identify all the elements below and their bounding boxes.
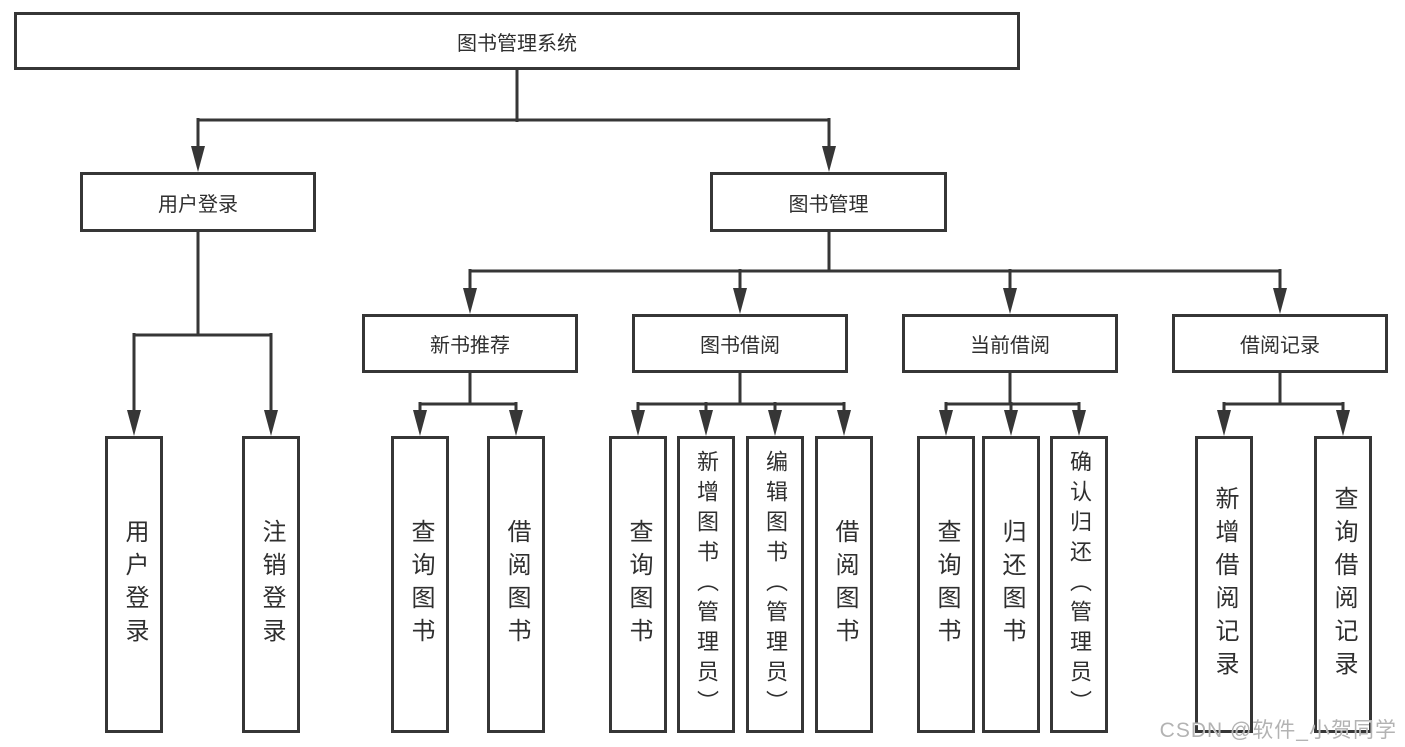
leaf-cb-query-books-label: 查询图书 bbox=[933, 518, 960, 651]
node-borrow-records: 借阅记录 bbox=[1172, 314, 1388, 373]
leaf-nbr-query-books-label: 查询图书 bbox=[407, 518, 434, 651]
leaf-bb-borrow-books-label: 借阅图书 bbox=[831, 518, 858, 651]
node-borrow-records-label: 借阅记录 bbox=[1240, 335, 1320, 357]
leaf-bb-edit-books-admin-label: 编辑图书（管理员） bbox=[763, 449, 788, 720]
node-user-login-branch-label: 用户登录 bbox=[158, 193, 238, 216]
leaf-bb-add-books-admin-label: 新增图书（管理员） bbox=[694, 449, 719, 720]
watermark: CSDN @软件_小贺同学 bbox=[1159, 719, 1397, 742]
node-new-book-recommend-label: 新书推荐 bbox=[430, 335, 510, 357]
node-user-login-branch: 用户登录 bbox=[80, 172, 316, 232]
leaf-user-login-label: 用户登录 bbox=[121, 518, 148, 651]
node-book-management-branch-label: 图书管理 bbox=[788, 193, 869, 216]
node-library-system-label: 图书管理系统 bbox=[457, 32, 577, 55]
leaf-logout: 注销登录 bbox=[242, 436, 300, 733]
leaf-br-add-record: 新增借阅记录 bbox=[1195, 436, 1253, 733]
leaf-br-query-record-label: 查询借阅记录 bbox=[1330, 485, 1357, 684]
node-book-management-branch: 图书管理 bbox=[710, 172, 947, 232]
leaf-bb-borrow-books: 借阅图书 bbox=[815, 436, 873, 733]
leaf-cb-return-books-label: 归还图书 bbox=[998, 518, 1025, 651]
leaf-bb-query-books: 查询图书 bbox=[609, 436, 667, 733]
node-current-borrow: 当前借阅 bbox=[902, 314, 1118, 373]
leaf-br-query-record: 查询借阅记录 bbox=[1314, 436, 1372, 733]
node-current-borrow-label: 当前借阅 bbox=[970, 335, 1050, 357]
leaf-cb-query-books: 查询图书 bbox=[917, 436, 975, 733]
node-book-borrow-label: 图书借阅 bbox=[700, 335, 780, 357]
leaf-nbr-borrow-books: 借阅图书 bbox=[487, 436, 545, 733]
leaf-cb-confirm-return-admin-label: 确认归还（管理员） bbox=[1067, 449, 1092, 720]
leaf-bb-edit-books-admin: 编辑图书（管理员） bbox=[746, 436, 804, 733]
leaf-bb-add-books-admin: 新增图书（管理员） bbox=[677, 436, 735, 733]
leaf-nbr-query-books: 查询图书 bbox=[391, 436, 449, 733]
node-new-book-recommend: 新书推荐 bbox=[362, 314, 578, 373]
leaf-br-add-record-label: 新增借阅记录 bbox=[1211, 485, 1238, 684]
node-book-borrow: 图书借阅 bbox=[632, 314, 848, 373]
leaf-nbr-borrow-books-label: 借阅图书 bbox=[503, 518, 530, 651]
leaf-cb-return-books: 归还图书 bbox=[982, 436, 1040, 733]
leaf-user-login: 用户登录 bbox=[105, 436, 163, 733]
arrowheads bbox=[127, 146, 1350, 436]
leaf-logout-label: 注销登录 bbox=[258, 518, 285, 651]
leaf-bb-query-books-label: 查询图书 bbox=[625, 518, 652, 651]
leaf-cb-confirm-return-admin: 确认归还（管理员） bbox=[1050, 436, 1108, 733]
node-library-system: 图书管理系统 bbox=[14, 12, 1020, 70]
